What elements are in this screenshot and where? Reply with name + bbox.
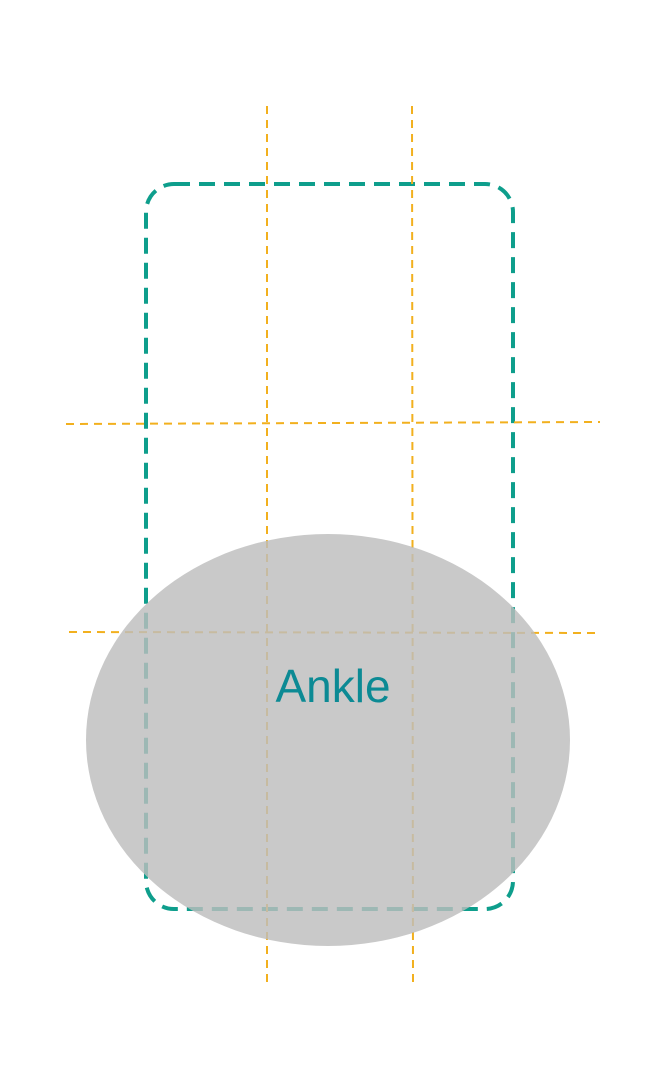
ankle-ellipse — [86, 534, 570, 946]
guide-line-horizontal-top — [65, 421, 601, 425]
dashed-frame — [144, 182, 515, 911]
ankle-label: Ankle — [275, 660, 390, 712]
